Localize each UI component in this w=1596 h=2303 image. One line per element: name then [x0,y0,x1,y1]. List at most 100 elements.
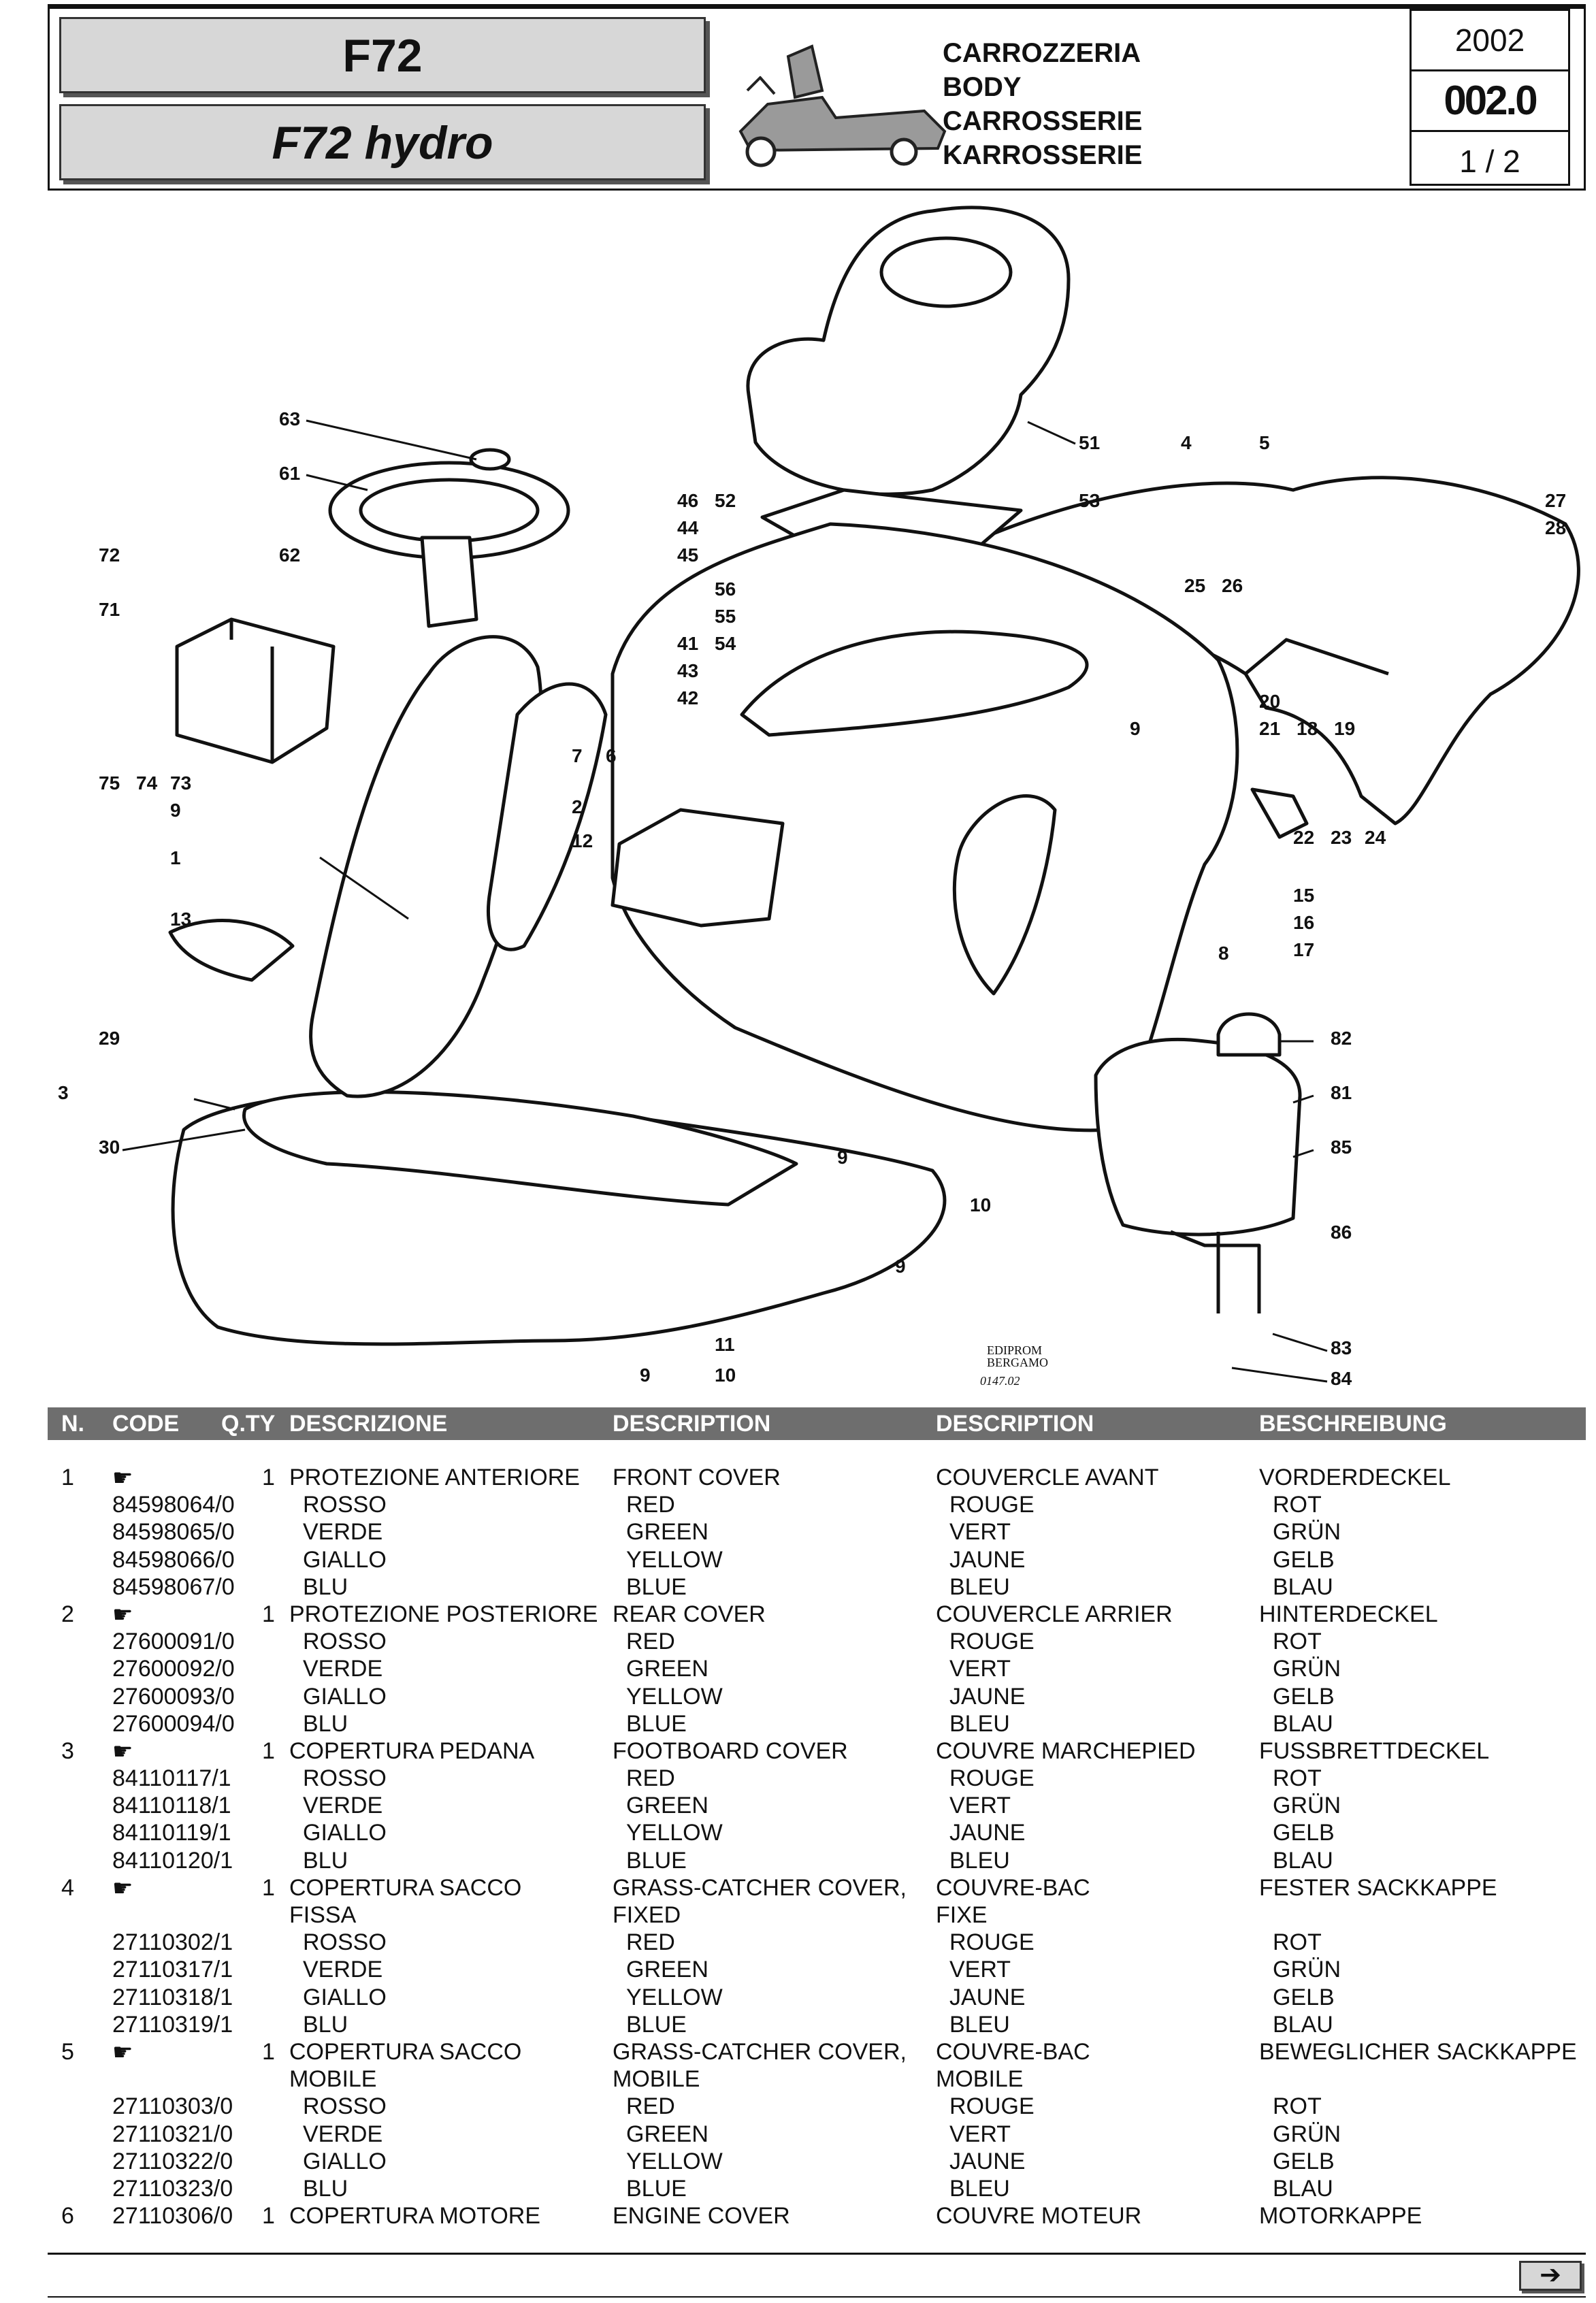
cell-fr: ROUGE [949,1765,1035,1792]
cell-it: VERDE [303,1793,383,1819]
cell-code: ☛ [112,1875,133,1901]
cell-it: BLU [303,2175,348,2202]
cell-de: BLAU [1273,2175,1333,2202]
cell-code: 84110119/1 [112,1820,231,1846]
callout-44: 44 [677,517,699,538]
cell-en: BLUE [626,1710,687,1737]
cell-en: GREEN [626,2121,709,2147]
cell-fr: COUVERCLE ARRIER [936,1601,1173,1627]
cell-de: FUSSBRETTDECKEL [1259,1737,1490,1764]
cell-en: BLUE [626,1847,687,1874]
cell-fr: COUVRE MOTEUR [936,2203,1142,2230]
page-number: 1 / 2 [1459,144,1520,179]
cell-it: ROSSO [303,1629,387,1655]
callout-21: 21 [1259,718,1280,739]
callout-86: 86 [1331,1222,1352,1243]
cell-de: GELB [1273,1984,1335,2010]
cell-en: FRONT COVER [613,1465,781,1490]
cell-code: 27110323/0 [112,2175,233,2202]
section-title-fr: CARROSSERIE [943,106,1143,136]
callout-10-a: 10 [970,1194,991,1215]
cell-en: BLUE [626,2011,687,2038]
cell-en: YELLOW [626,2148,723,2174]
callout-72: 72 [99,544,120,566]
callout-42: 42 [677,687,698,708]
callout-56: 56 [715,578,736,600]
callout-9-d: 9 [640,1365,651,1386]
cell-fr: VERT [949,1793,1011,1819]
cell-de: HINTERDECKEL [1259,1601,1438,1627]
cell-it: GIALLO [303,1820,387,1846]
cell-code: ☛ [112,2039,133,2065]
cell-it: PROTEZIONE POSTERIORE [289,1601,598,1627]
header-desc-de: BESCHREIBUNG [1259,1411,1447,1437]
cell-de: BLAU [1273,2011,1333,2038]
parts-table-header: N. CODE Q.TY DESCRIZIONE DESCRIPTION DES… [48,1407,1586,1440]
cell-it: ROSSO [303,1929,387,1956]
cell-fr: COUVRE-BAC [936,1874,1090,1901]
cell-it: COPERTURA SACCO [289,2038,522,2065]
callout-43: 43 [677,660,698,681]
callout-25: 25 [1184,575,1205,596]
footer-rule [48,2296,1586,2298]
cell-fr: VERT [949,1519,1011,1546]
drawing-reference: 0147.02 [980,1374,1020,1388]
cell-de: ROT [1273,1629,1322,1655]
header-desc-en: DESCRIPTION [613,1411,771,1437]
callout-26: 26 [1222,575,1243,596]
callout-11: 11 [715,1334,735,1355]
cell-fr: JAUNE [949,2148,1026,2174]
cell-code: 84110120/1 [112,1847,233,1874]
cell-it: GIALLO [303,1683,387,1710]
cell-en: GRASS-CATCHER COVER, [613,2038,907,2065]
cell-fr: ROUGE [949,1492,1035,1518]
callout-6: 6 [606,745,617,766]
callout-61: 61 [279,463,300,484]
top-rule [48,4,1586,7]
callout-71: 71 [99,599,120,620]
callout-18: 18 [1297,718,1318,739]
callout-15: 15 [1293,885,1314,906]
cell-fr: FIXE [936,1902,988,1928]
cell-de: GELB [1273,2148,1335,2174]
cell-it: VERDE [303,1656,383,1682]
section-title-de: KARROSSERIE [943,140,1143,170]
cell-en: GREEN [626,1519,709,1546]
callout-27: 27 [1545,490,1566,511]
cell-en: MOBILE [613,2066,700,2093]
cell-en: GREEN [626,1656,709,1682]
cell-it: COPERTURA PEDANA [289,1737,535,1764]
cell-de: GRÜN [1273,2121,1341,2147]
cell-en: RED [626,1629,675,1655]
cell-it: FISSA [289,1902,357,1928]
cell-code: 84598066/0 [112,1546,235,1573]
cell-it: GIALLO [303,2148,387,2174]
exploded-parts-diagram: 1 2 3 4 5 6 7 8 9 9 9 9 9 10 10 11 12 13… [58,206,1580,1389]
cell-de: VORDERDECKEL [1259,1465,1451,1490]
callout-9-c: 9 [895,1256,906,1277]
cell-fr: ROUGE [949,2093,1035,2120]
cell-de: GRÜN [1273,1519,1341,1546]
callout-75: 75 [99,772,120,794]
callout-41: 41 [677,633,698,654]
callout-45: 45 [677,544,698,566]
next-page-button[interactable]: ➔ [1519,2261,1582,2291]
cell-en: RED [626,2093,675,2120]
cell-de: GRÜN [1273,1793,1341,1819]
year-label: 2002 [1412,11,1568,71]
cell-fr: JAUNE [949,1546,1026,1573]
